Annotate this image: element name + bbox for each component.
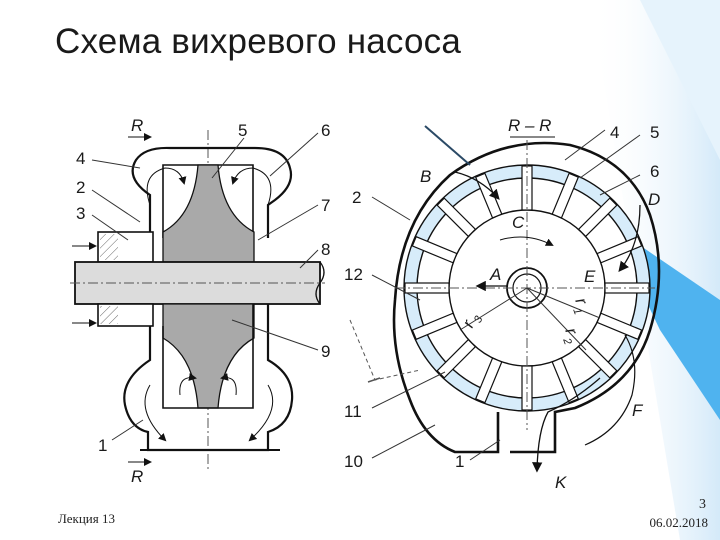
left-label-2: 2 <box>76 178 85 197</box>
upper-casing <box>131 146 293 238</box>
left-label-1: 1 <box>98 436 107 455</box>
left-section-view <box>70 130 325 470</box>
lecture-label: Лекция 13 <box>58 511 115 526</box>
left-label-6: 6 <box>321 121 330 140</box>
page-title: Схема вихревого насоса <box>55 22 462 61</box>
right-label-2: 2 <box>352 188 361 207</box>
right-label-5: 5 <box>650 123 659 142</box>
right-label-f: F <box>632 401 644 420</box>
right-label-10: 10 <box>344 452 363 471</box>
impeller-upper <box>162 164 255 263</box>
left-label-3: 3 <box>76 204 85 223</box>
right-label-4: 4 <box>610 123 619 142</box>
left-label-7: 7 <box>321 196 330 215</box>
right-label-b: B <box>420 167 431 186</box>
right-label-e: E <box>584 267 596 286</box>
left-label-r-bottom: R <box>131 467 143 486</box>
right-label-k: K <box>555 473 567 492</box>
impeller-lower <box>162 303 255 409</box>
right-label-11: 11 <box>344 402 362 421</box>
right-label-d: D <box>648 190 660 209</box>
left-label-5: 5 <box>238 121 247 140</box>
left-label-8: 8 <box>321 240 330 259</box>
radius-r1-sub: 1 <box>570 307 583 317</box>
outer-casing <box>392 141 661 454</box>
right-label-a: A <box>489 265 501 284</box>
radius-r3-sub: 3 <box>472 313 486 324</box>
right-cross-section-view <box>349 125 661 473</box>
left-label-r-top: R <box>131 116 143 135</box>
slide-date: 06.02.2018 <box>649 515 709 530</box>
left-label-4: 4 <box>76 149 85 168</box>
right-label-c: C <box>512 213 525 232</box>
right-label-12: 12 <box>344 265 363 284</box>
right-label-1: 1 <box>455 452 464 471</box>
section-label-rr: R – R <box>508 116 551 135</box>
radius-r2-sub: 2 <box>560 336 574 347</box>
left-label-9: 9 <box>321 342 330 361</box>
page-number: 3 <box>699 497 706 512</box>
right-label-6: 6 <box>650 162 659 181</box>
